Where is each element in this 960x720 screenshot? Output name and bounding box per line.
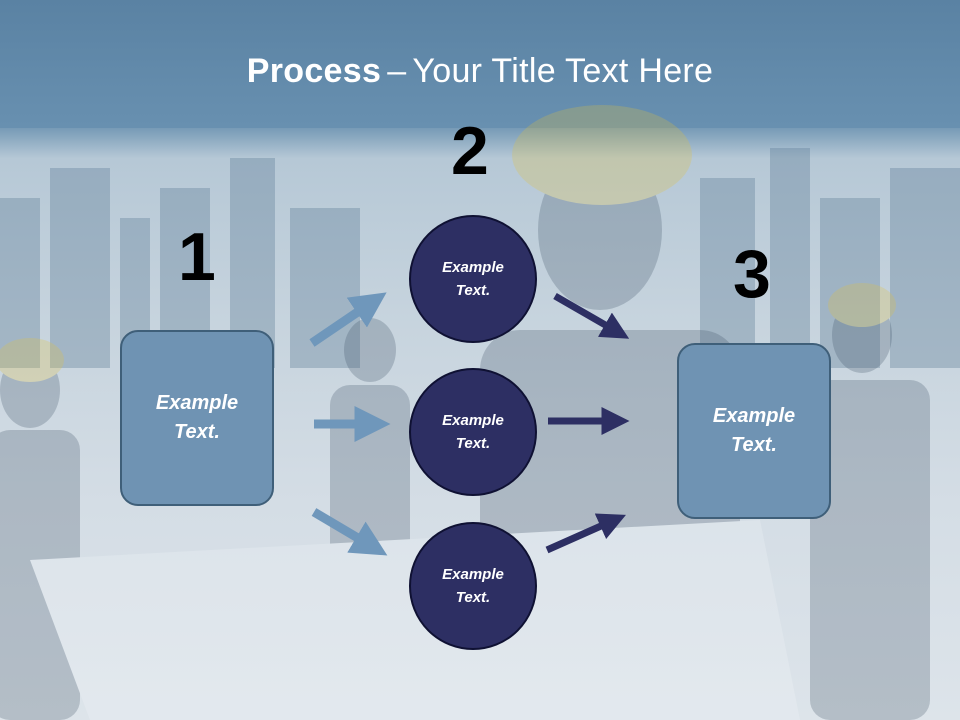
step-number-1: 1 — [178, 219, 216, 295]
step-2-text-1: Example Text. — [442, 259, 504, 299]
step-3-text: Example Text. — [712, 405, 796, 456]
arrow-1-to-2c — [311, 508, 388, 556]
title-band — [0, 0, 960, 128]
step-2-circle-3: Example Text. — [409, 522, 537, 650]
arrow-1-to-2a — [309, 292, 387, 347]
step-2-circle-2: Example Text. — [409, 368, 537, 496]
step-number-2: 2 — [451, 113, 489, 189]
step-number-3: 3 — [733, 236, 771, 312]
title-dash: – — [387, 52, 407, 90]
step-2-text-2: Example Text. — [442, 412, 504, 452]
step-1-text: Example Text. — [155, 392, 239, 443]
title-rest: Your Title Text Here — [412, 52, 714, 90]
step-3-box: Example Text. — [677, 343, 831, 519]
arrow-2c-to-3 — [545, 513, 626, 554]
slide-title: Process–Your Title Text Here — [0, 52, 960, 91]
arrow-2a-to-3 — [553, 292, 630, 339]
step-2-circle-1: Example Text. — [409, 215, 537, 343]
title-bold: Process — [246, 52, 382, 90]
step-1-box: Example Text. — [120, 330, 274, 506]
step-2-text-3: Example Text. — [442, 566, 504, 606]
